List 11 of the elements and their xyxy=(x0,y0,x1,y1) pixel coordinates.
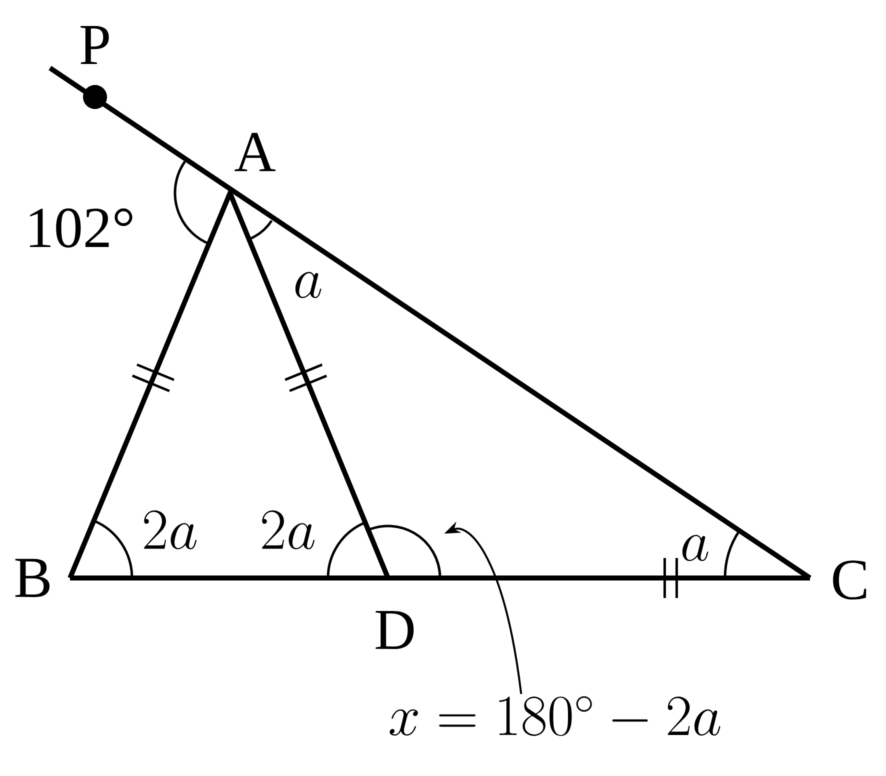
angle-arc xyxy=(368,524,442,578)
point-label: C xyxy=(833,560,866,600)
point-label: P xyxy=(80,26,109,64)
angle-label: $a$ xyxy=(682,534,708,562)
formula-label: $x=180^{\circ}-2a$ xyxy=(390,696,720,736)
point-label: A xyxy=(234,132,276,172)
point-label: B xyxy=(15,558,50,598)
angle-label: $2a$ xyxy=(144,510,197,550)
angle-label: 102° xyxy=(30,208,132,248)
angle-label: $2a$ xyxy=(262,510,315,550)
angle-label: $a$ xyxy=(295,272,322,298)
